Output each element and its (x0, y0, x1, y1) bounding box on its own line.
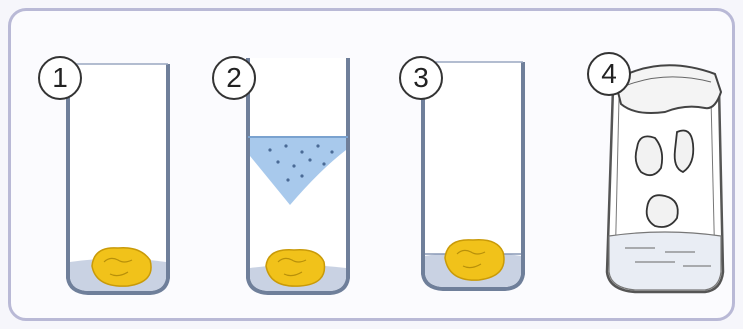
step-1-panel: 1 (0, 0, 190, 329)
step-number: 2 (226, 62, 242, 94)
seed-on-cloth (647, 195, 678, 227)
step-4-panel: 4 (565, 0, 743, 329)
step-3-panel: 3 (375, 0, 565, 329)
step-number-badge: 3 (399, 56, 443, 100)
step-number-badge: 2 (212, 56, 256, 100)
glass-with-seed-wet (375, 0, 565, 329)
bean-seed (445, 240, 504, 280)
seed-on-cloth (636, 136, 662, 175)
glass-with-seed-and-water (190, 0, 375, 329)
step-number: 1 (52, 62, 68, 94)
step-number: 4 (601, 58, 617, 90)
step-number: 3 (413, 62, 429, 94)
covered-jar-with-seeds (565, 0, 743, 329)
bean-seed (92, 248, 151, 286)
glass-with-seed-dry (0, 0, 190, 329)
step-number-badge: 1 (38, 56, 82, 100)
step-2-panel: 2 (190, 0, 375, 329)
step-number-badge: 4 (587, 52, 631, 96)
bean-seed (266, 250, 325, 286)
